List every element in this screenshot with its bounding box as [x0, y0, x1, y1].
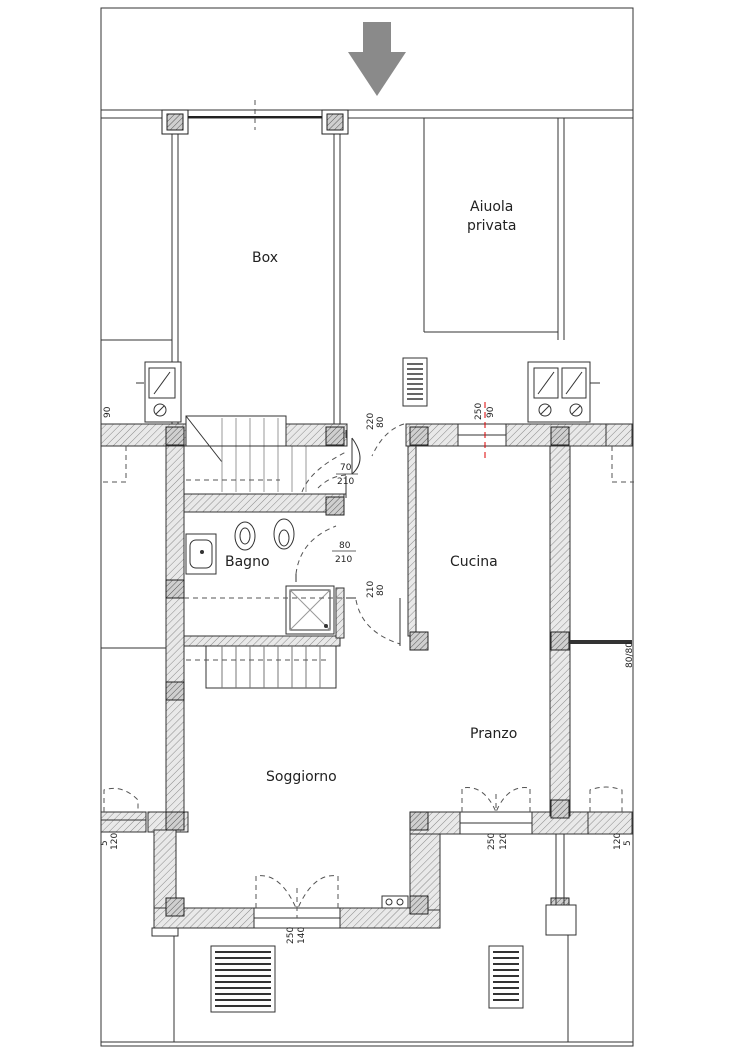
label-soggiorno: Soggiorno — [266, 769, 337, 785]
windows — [101, 402, 634, 929]
label-cucina: Cucina — [450, 554, 498, 570]
dim-left-bottom-top: 120 — [110, 833, 120, 850]
neighbor-right — [151, 834, 577, 1042]
house-walls — [100, 423, 633, 929]
staircase-lower — [186, 645, 337, 689]
label-privata: privata — [467, 218, 516, 234]
dim-entrance-bottom: 250 — [286, 927, 296, 944]
dim-left-window: 90 — [103, 406, 113, 418]
vent-grille-bottom-left — [210, 945, 276, 1013]
label-pranzo: Pranzo — [470, 726, 517, 742]
dim-right-bottom-top: 120 — [613, 833, 623, 850]
label-box: Box — [252, 250, 278, 266]
bathroom-fixtures — [184, 518, 350, 635]
label-bagno: Bagno — [225, 554, 270, 570]
dim-right-side: 80/80 — [625, 642, 635, 668]
doors — [295, 423, 405, 646]
dim-entrance-top: 140 — [297, 927, 307, 944]
dim-window-cucina-top: 90 — [486, 406, 496, 418]
dim-door-hall-bottom: 210 — [337, 477, 354, 487]
dim-door-box-top: 80 — [376, 416, 386, 428]
label-aiuola: Aiuola — [470, 199, 513, 215]
vent-grille-top — [402, 357, 428, 407]
meter-box-left — [136, 361, 182, 423]
room-labels: Box Aiuola privata Bagno Cucina Pranzo S… — [225, 199, 517, 785]
staircase-upper — [185, 415, 326, 492]
arrow-down-icon — [348, 22, 406, 96]
private-flowerbed — [423, 118, 565, 340]
dim-door-cucina-top: 80 — [376, 584, 386, 596]
meter-box-right — [527, 361, 600, 423]
dimension-labels: 80 220 70 210 80 210 80 210 90 250 90 80… — [100, 403, 635, 944]
structural-columns — [165, 426, 570, 917]
dim-door-bagno-top: 80 — [339, 541, 351, 551]
dim-pranzo-window-bottom: 250 — [487, 833, 497, 850]
dim-door-box-bottom: 220 — [366, 413, 376, 430]
dim-door-hall-top: 70 — [340, 463, 352, 473]
dim-right-bottom-bottom: 5 — [623, 840, 633, 846]
neighbor-left — [101, 339, 172, 649]
dim-pranzo-window-top: 120 — [499, 833, 509, 850]
dim-door-cucina-bottom: 210 — [366, 581, 376, 598]
dim-door-bagno-bottom: 210 — [335, 555, 352, 565]
dim-left-bottom-bottom: 5 — [100, 840, 110, 846]
vent-grille-bottom-right — [488, 945, 524, 1009]
dim-window-cucina-bottom: 250 — [474, 403, 484, 420]
